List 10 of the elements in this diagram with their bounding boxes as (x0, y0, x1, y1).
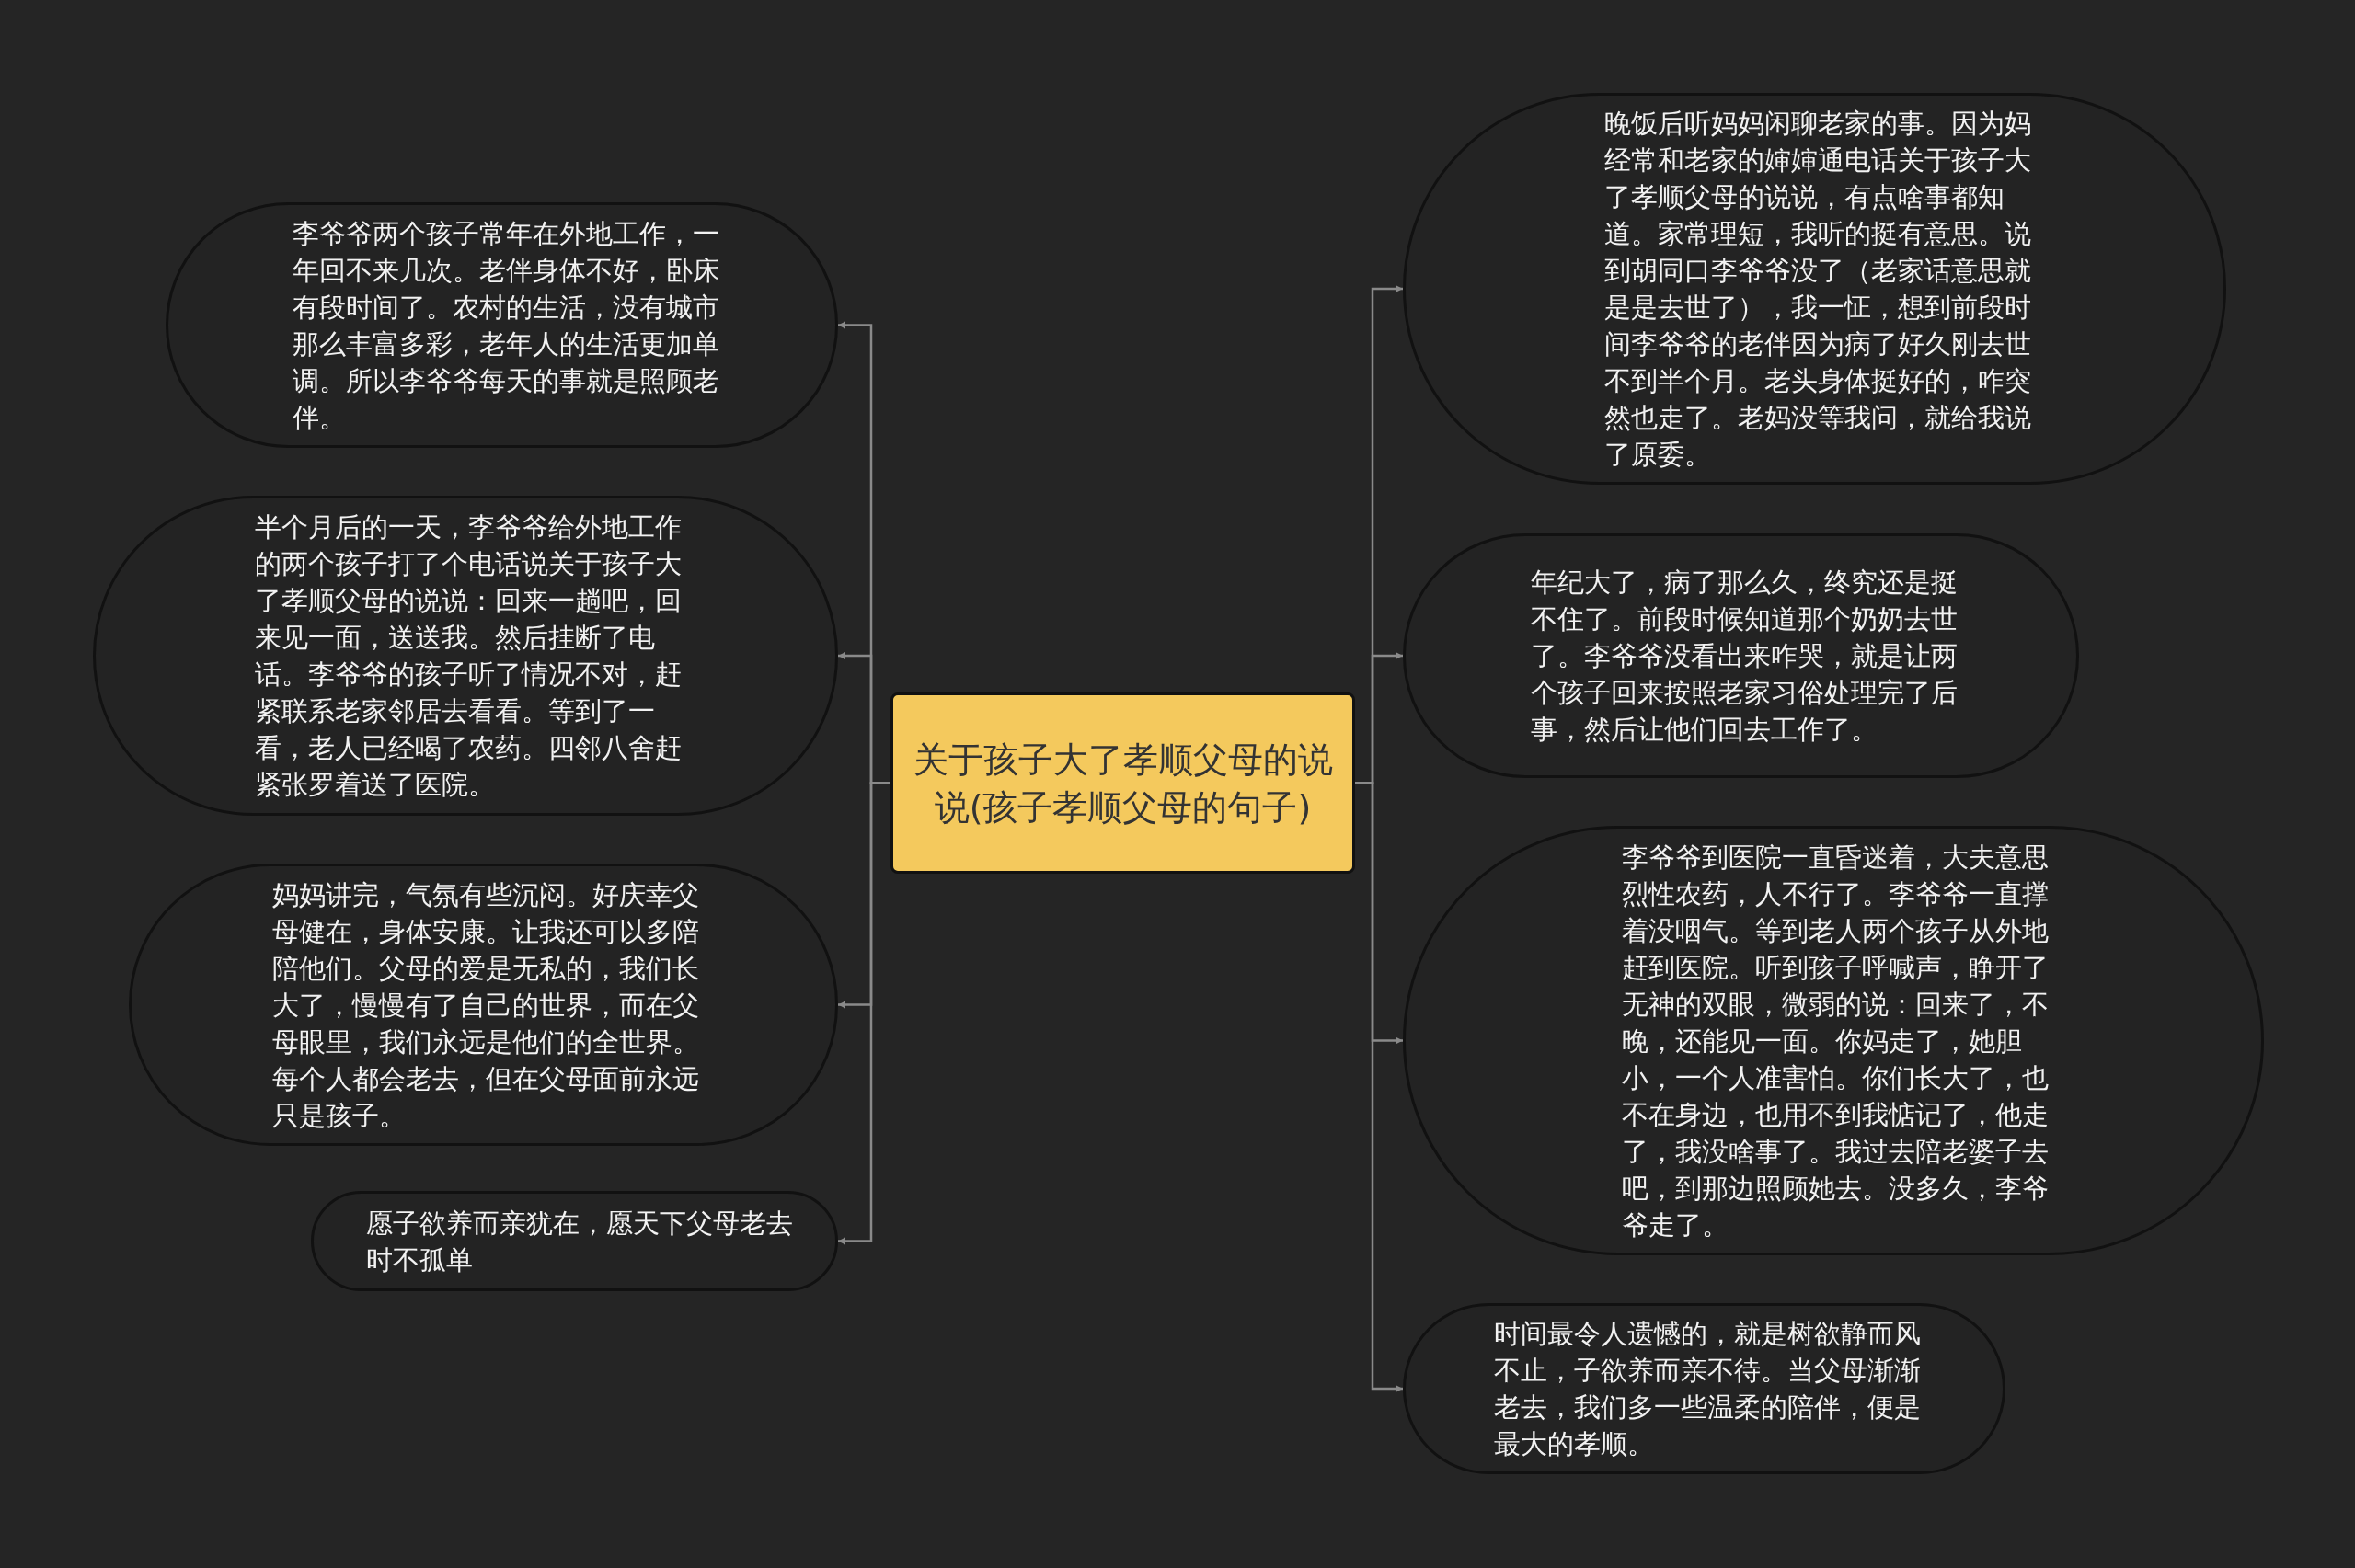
bubble-text: 李爷爷到医院一直昏迷着，大夫意思烈性农药，人不行了。李爷爷一直撑着没咽气。等到老人两个孩子从外地赶到医院。听到孩子呼喊声，睁开了无神的双眼，微弱的说：回来了，不晚，还能见一面。你妈走了，她胆小，一个人准害怕。你们长大了，也不在身边，也用不到我惦记了，他走了，我没啥事了。我过去陪老婆子去吧，到那边照顾她去。没多久，李爷爷走了。 (1622, 840, 2050, 1242)
topic-box (890, 692, 1355, 874)
bubble-text: 晚饭后听妈妈闲聊老家的事。因为妈经常和老家的婶婶通电话关于孩子大了孝顺父母的说说，有点啥事都知道。家常理短，我听的挺有意思。说到胡同口李爷爷没了（老家话意思就是是去世了），我一怔，想到前段时间李爷爷的老伴因为病了好久刚去世不到半个月。老头身体挺好的，咋突然也走了。老妈没等我问，就给我说了原委。 (1604, 107, 2032, 472)
bubble-text: 李爷爷两个孩子常年在外地工作，一年回不来几次。老伴身体不好，卧床有段时间了。农村的生活，没有城市那么丰富多彩，老年人的生活更加单调。所以李爷爷每天的事就是照顾老伴。 (293, 216, 720, 435)
bubble-text: 愿子欲养而亲犹在，愿天下父母老去时不孤单 (366, 1206, 794, 1277)
bubble-text: 年纪大了，病了那么久，终究还是挺不住了。前段时候知道那个奶奶去世了。李爷爷没看出来咋哭，就是让两个孩子回来按照老家习俗处理完了后事，然后让他们回去工作了。 (1531, 566, 1959, 747)
bubble-text: 时间最令人遗憾的，就是树欲静而风不止，子欲养而亲不待。当父母渐渐老去，我们多一些温柔的陪伴，便是最大的孝顺。 (1494, 1317, 1922, 1461)
topic-text: 关于孩子大了孝顺父母的说说(孩子孝顺父母的句子) (912, 738, 1334, 830)
bubble-text: 半个月后的一天，李爷爷给外地工作的两个孩子打了个电话说关于孩子大了孝顺父母的说说：回来一趟吧，回来见一面，送送我。然后挂断了电话。李爷爷的孩子听了情况不对，赶紧联系老家邻居去看看。等到了一看，老人已经喝了农药。四邻八舍赶紧张罗着送了医院。 (255, 510, 683, 802)
bubble-text: 妈妈讲完，气氛有些沉闷。好庆幸父母健在，身体安康。让我还可以多陪陪他们。父母的爱是无私的，我们长大了，慢慢有了自己的世界，而在父母眼里，我们永远是他们的全世界。每个人都会老去，但在父母面前永远只是孩子。 (272, 877, 700, 1133)
